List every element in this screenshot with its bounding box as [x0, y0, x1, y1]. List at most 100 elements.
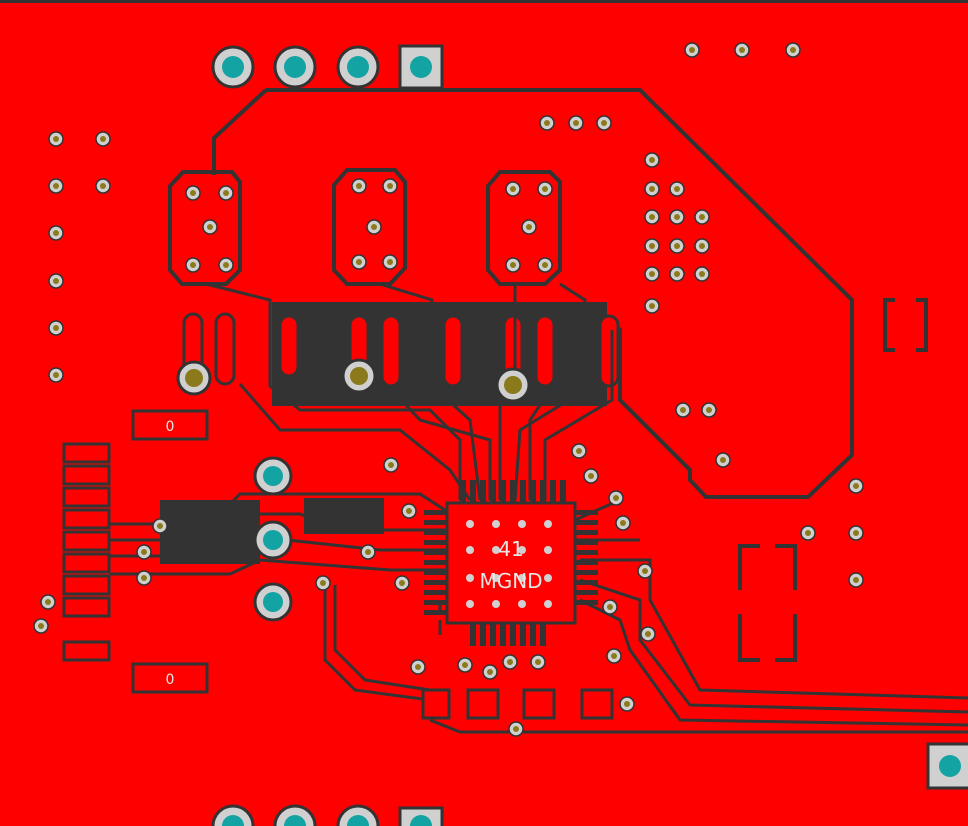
via-hole [573, 120, 579, 126]
small-vias [33, 42, 864, 737]
via-hole [399, 580, 405, 586]
via-hole [542, 262, 548, 268]
bottom-smd-pads[interactable] [421, 688, 614, 720]
resistor-bottom[interactable]: 0 [131, 662, 209, 694]
via-hole [699, 243, 705, 249]
via-hole [649, 214, 655, 220]
via-hole [674, 186, 680, 192]
qfn-ic[interactable]: 41 MGND [424, 480, 598, 646]
via-hole [157, 523, 163, 529]
via-hole [223, 190, 229, 196]
via-hole [649, 271, 655, 277]
via-hole [53, 230, 59, 236]
via-hole [680, 407, 686, 413]
via-hole [805, 530, 811, 536]
resistor-top[interactable]: 0 [131, 409, 209, 441]
left-connector[interactable] [62, 442, 111, 662]
board-edge [0, 0, 968, 3]
via-hole [207, 224, 213, 230]
via-hole [624, 701, 630, 707]
square-pad-icon [926, 742, 968, 790]
via-hole [223, 262, 229, 268]
via-hole [706, 407, 712, 413]
resistor-bottom-value: 0 [166, 672, 175, 688]
via-hole [513, 726, 519, 732]
via-hole [699, 271, 705, 277]
via-hole [613, 495, 619, 501]
via-hole [790, 47, 796, 53]
via-hole [387, 183, 393, 189]
via-hole [100, 183, 106, 189]
via-hole [542, 186, 548, 192]
via-hole [510, 186, 516, 192]
via-hole [38, 623, 44, 629]
via-hole [365, 549, 371, 555]
bottom-header[interactable] [211, 804, 444, 826]
ic-pins-right [576, 510, 598, 605]
via-hole [507, 659, 513, 665]
via-hole [387, 259, 393, 265]
right-component-outlines [738, 298, 928, 662]
via-hole [607, 604, 613, 610]
via-hole [141, 549, 147, 555]
ic-thermal-vias [466, 520, 552, 608]
via-hole [53, 278, 59, 284]
via-hole [53, 372, 59, 378]
via-hole [535, 659, 541, 665]
power-pad-2 [332, 168, 407, 286]
via-hole [649, 157, 655, 163]
via-hole [320, 580, 326, 586]
via-hole [674, 214, 680, 220]
mid-through-holes[interactable] [253, 456, 293, 622]
via-hole [601, 120, 607, 126]
via-hole [510, 262, 516, 268]
ic-pin-number: 41 [498, 537, 523, 561]
via-hole [415, 664, 421, 670]
via-hole [699, 214, 705, 220]
via-hole [611, 653, 617, 659]
via-hole [190, 262, 196, 268]
power-pad-3 [486, 170, 562, 286]
via-hole [642, 568, 648, 574]
copper-island-outline [266, 88, 854, 499]
via-hole [853, 483, 859, 489]
via-hole [674, 271, 680, 277]
via-hole [526, 224, 532, 230]
resistor-top-value: 0 [166, 419, 175, 435]
via-hole [544, 120, 550, 126]
resistor-bottom-outline [131, 662, 209, 694]
via-hole [620, 520, 626, 526]
via-hole [141, 575, 147, 581]
via-hole [406, 508, 412, 514]
via-hole [487, 669, 493, 675]
via-hole [674, 243, 680, 249]
via-hole [649, 303, 655, 309]
ic-pins-top [460, 480, 566, 502]
via-hole [371, 224, 377, 230]
ic-pins-bottom [470, 624, 546, 646]
via-hole [739, 47, 745, 53]
via-hole [853, 577, 859, 583]
ic-net-name: MGND [479, 569, 542, 593]
right-edge-pad[interactable] [926, 742, 968, 790]
via-hole [576, 448, 582, 454]
via-hole [649, 243, 655, 249]
via-hole [53, 183, 59, 189]
via-hole [53, 136, 59, 142]
via-hole [356, 259, 362, 265]
via-hole [689, 47, 695, 53]
via-hole [853, 530, 859, 536]
via-hole [462, 662, 468, 668]
top-header[interactable] [211, 44, 444, 90]
power-pad-1 [168, 170, 242, 286]
via-hole [649, 186, 655, 192]
ic-pins-left [424, 510, 446, 615]
via-hole [356, 183, 362, 189]
via-hole [45, 599, 51, 605]
via-hole [720, 457, 726, 463]
via-hole [190, 190, 196, 196]
large-vias [176, 358, 531, 403]
